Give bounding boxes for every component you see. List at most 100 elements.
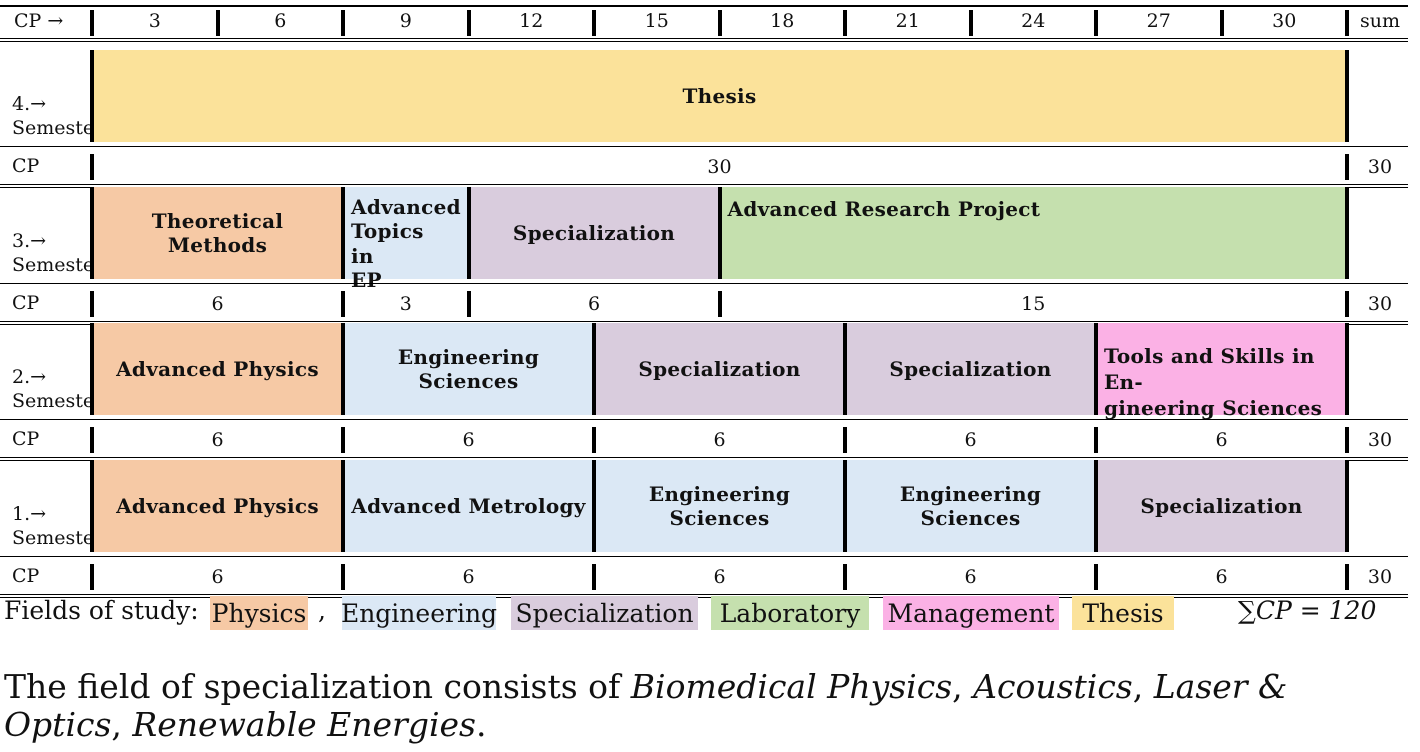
course-divider — [341, 323, 345, 415]
course-divider — [341, 187, 345, 279]
course-cp-value: 6 — [964, 566, 977, 588]
legend-swatch-specialization: Specialization — [511, 596, 698, 630]
header-divider — [968, 10, 973, 36]
cp-tick-label: 15 — [644, 10, 669, 32]
cp-row-label: CP — [12, 565, 40, 587]
course-cp-value: 6 — [211, 566, 224, 588]
legend-swatch-thesis: Thesis — [1072, 596, 1174, 630]
course-name-line: EP — [351, 268, 382, 293]
course-cp-value: 6 — [713, 429, 726, 451]
course-cp-value: 6 — [587, 293, 601, 315]
course-divider — [466, 187, 471, 279]
cp-tick-label: 9 — [399, 10, 412, 32]
specialization-item: Renewable Energies — [132, 704, 476, 744]
footnote: The field of specialization consists of … — [4, 667, 1288, 744]
course-name-line: Advanced — [351, 195, 461, 219]
course-divider — [341, 460, 345, 552]
cp-divider — [341, 564, 345, 590]
semester-label: Semester — [12, 527, 104, 549]
header-divider — [717, 10, 722, 36]
legend-separator: , — [318, 596, 326, 625]
cp-tick-label: 24 — [1021, 10, 1046, 32]
cp-divider — [843, 564, 847, 590]
course-block: Thesis — [92, 50, 1347, 142]
header-divider — [466, 10, 471, 36]
cp-divider — [341, 427, 345, 453]
semester-sum: 30 — [1367, 293, 1393, 315]
footnote-prefix: The field of specialization consists of — [4, 667, 621, 706]
cp-divider — [843, 427, 847, 453]
cp-row-rule — [0, 457, 1408, 458]
header-divider — [1219, 10, 1224, 36]
course-divider — [1345, 187, 1349, 279]
legend-swatch-management: Management — [883, 596, 1059, 630]
cp-tick-label: 3 — [148, 10, 161, 32]
cp-row-label: CP — [12, 428, 40, 450]
cp-divider — [1345, 154, 1349, 180]
header-rule — [0, 41, 1408, 42]
cp-divider — [592, 564, 596, 590]
course-block: Tools and Skills in En-gineering Science… — [1096, 323, 1347, 420]
cp-row-rule — [0, 321, 1408, 322]
course-block: Advanced Physics — [92, 460, 343, 552]
total-cp: ∑CP = 120 — [1238, 596, 1377, 625]
cp-tick-label: 6 — [274, 10, 287, 32]
cp-divider — [717, 291, 722, 317]
course-divider — [1094, 460, 1098, 552]
semester-label: Semester — [12, 117, 104, 139]
cp-tick-label: 18 — [770, 10, 795, 32]
cp-row-rule — [0, 597, 1408, 598]
course-block: Specialization — [468, 187, 720, 279]
header-rule — [0, 38, 1408, 39]
cp-divider — [90, 154, 94, 180]
course-cp-value: 30 — [707, 156, 732, 178]
course-divider — [717, 187, 722, 279]
course-divider — [1094, 323, 1098, 415]
course-block: Theoretical Methods — [92, 187, 343, 279]
course-name-line: gineering Sciences — [1104, 396, 1323, 420]
course-divider — [90, 460, 94, 552]
header-divider — [215, 10, 220, 36]
cp-divider — [90, 564, 94, 590]
course-cp-value: 15 — [1021, 293, 1046, 315]
course-block: Specialization — [594, 323, 845, 415]
course-block: Advanced Physics — [92, 323, 343, 415]
course-divider — [90, 187, 94, 279]
semester-sum: 30 — [1367, 156, 1393, 178]
cp-tick-label: 21 — [895, 10, 920, 32]
course-block: Specialization — [1096, 460, 1347, 552]
course-block: Engineering Sciences — [343, 323, 594, 415]
semester-number: 2.→ — [12, 366, 47, 388]
cp-tick-label: 30 — [1272, 10, 1297, 32]
semester-number: 4.→ — [12, 93, 47, 115]
cp-row-rule — [0, 419, 1408, 420]
course-divider — [1345, 460, 1349, 552]
cp-header-label: CP → — [14, 10, 64, 32]
cp-row-label: CP — [12, 155, 40, 177]
course-name-line: Tools and Skills in En- — [1104, 344, 1315, 394]
cp-divider — [90, 291, 94, 317]
cp-row-rule — [0, 146, 1408, 147]
course-divider — [1345, 323, 1349, 415]
header-divider — [1094, 10, 1098, 36]
course-block: Engineering Sciences — [845, 460, 1096, 552]
legend-label: Fields of study: — [4, 596, 199, 625]
cp-divider — [341, 291, 345, 317]
footnote-suffix: . — [475, 704, 487, 744]
semester-sum: 30 — [1367, 566, 1393, 588]
course-divider — [843, 323, 847, 415]
header-divider — [592, 10, 596, 36]
header-divider — [90, 10, 94, 36]
course-cp-value: 6 — [211, 293, 224, 315]
specialization-item: Biomedical Physics — [630, 667, 953, 706]
course-cp-value: 6 — [1215, 566, 1228, 588]
cp-row-rule — [0, 283, 1408, 284]
cp-divider — [1345, 564, 1349, 590]
cp-row-rule — [0, 556, 1408, 557]
course-cp-value: 6 — [713, 566, 726, 588]
cp-tick-label: 27 — [1146, 10, 1171, 32]
semester-number: 3.→ — [12, 230, 47, 252]
course-name-line: Topics in — [351, 219, 424, 268]
